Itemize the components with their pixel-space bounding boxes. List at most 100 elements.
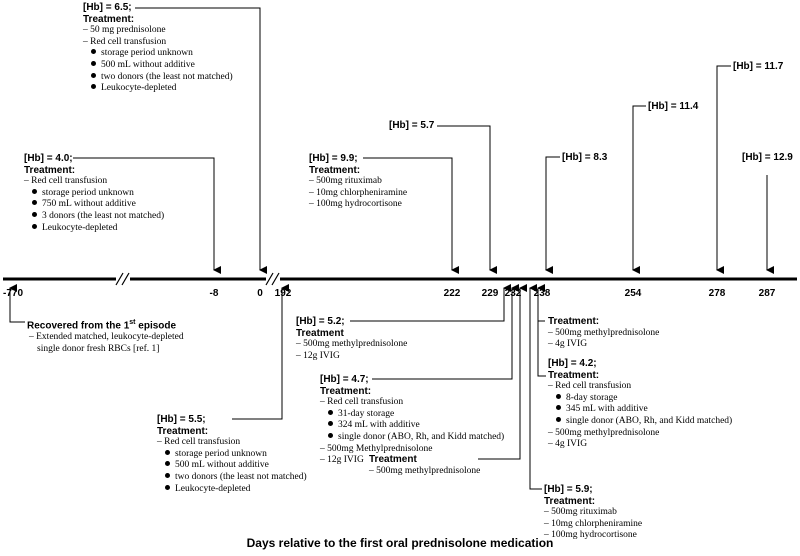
hb-value: [Hb] = 4.2; [548,358,597,369]
annotation-hb-5-2: [Hb] = 5.2; Treatment – 500mg methylpred… [296,316,407,362]
recovered-line: single donor fresh RBCs [ref. 1] [37,343,160,354]
treatment-heading: Treatment [369,454,417,465]
treatment-item: – Red cell transfusion [24,176,108,187]
bullet-item: Leukocyte-depleted [157,484,307,496]
annotation-hb-8-3: [Hb] = 8.3 [562,152,607,164]
treatment-heading: Treatment: [548,316,600,327]
bullet-item: 500 mL without additive [157,460,307,472]
treatment-item: – 500mg rituximab [544,507,617,518]
connector-hb-4-0 [73,157,221,274]
bullet-item: 345 mL with additive [548,404,732,416]
annotation-hb-4-7: [Hb] = 4.7; Treatment: – Red cell transf… [320,374,504,467]
treatment-heading: Treatment: [548,369,600,381]
hb-value: [Hb] = 8.3 [562,152,608,163]
treatment-item: – Red cell transfusion [157,437,241,448]
connector-hb-5-2 [350,284,511,322]
annotation-hb-9-9: [Hb] = 9.9; Treatment: – 500mg rituximab… [309,153,407,211]
annotation-hb-12-9: [Hb] = 12.9 [742,152,793,164]
annotation-hb-4-2: [Hb] = 4.2; Treatment: – Red cell transf… [548,358,732,451]
annotation-recovered: Recovered from the 1st episode – Extende… [27,317,184,355]
recovered-title: Recovered from the 1st episode [27,319,177,332]
hb-value: [Hb] = 11.4 [648,101,699,112]
tick-label: 238 [533,288,551,299]
connector-hb-5-9 [529,284,542,490]
connector-hb-4-2 [537,300,546,377]
treatment-heading: Treatment: [309,164,361,176]
bullet-item: 31-day storage [320,409,504,421]
connector-hb-5-5 [232,284,289,420]
bullet-item: storage period unknown [157,449,307,461]
treatment-item: – 50 mg prednisolone [83,25,166,36]
connector-hb-9-9 [363,157,459,274]
tick-label: -8 [209,288,219,299]
treatment-item: – 4g IVIG [548,339,588,350]
treatment-item: – 100mg hydrocortisone [544,530,637,541]
annotation-hb-5-9: [Hb] = 5.9; Treatment: – 500mg rituximab… [544,484,642,542]
axis-break-left [115,272,130,286]
annotation-hb-11-4: [Hb] = 11.4 [648,101,698,113]
hb-value: [Hb] = 6.5; [83,2,132,13]
bullet-item: single donor (ABO, Rh, and Kidd matched) [548,416,732,428]
hb-value: [Hb] = 4.7; [320,374,369,385]
bullet-item: 3 donors (the least not matched) [24,211,164,223]
bullet-item: 8-day storage [548,393,732,405]
treatment-item: – 12g IVIG [320,455,364,466]
treatment-item: – 500mg methylprednisolone [369,465,481,476]
annotation-hb-5-5: [Hb] = 5.5; Treatment: – Red cell transf… [157,414,307,495]
annotation-hb-4-0: [Hb] = 4.0; Treatment: – Red cell transf… [24,153,164,234]
connector-hb-8-3 [545,156,560,274]
connector-recovered [9,284,25,323]
treatment-heading: Treatment [296,327,344,339]
hb-value: [Hb] = 5.5; [157,414,206,425]
treatment-item: – 500mg rituximab [309,176,382,187]
annotation-treatment-238: Treatment: – 500mg methylprednisolone – … [548,316,659,351]
bullet-item: storage period unknown [83,48,233,60]
treatment-item: – 500mg methylprednisolone [296,339,408,350]
treatment-item: – Red cell transfusion [320,397,404,408]
bullet-item: Leukocyte-depleted [24,223,164,235]
treatment-item: – 100mg hydrocortisone [309,199,402,210]
tick-label: 0 [257,288,263,299]
treatment-heading: Treatment: [83,13,135,25]
treatment-item: – Red cell transfusion [83,36,167,47]
connector-hb-6-5 [135,7,267,274]
hb-value: [Hb] = 5.9; [544,484,593,495]
connector-hb-11-7 [716,65,731,274]
hb-value: [Hb] = 11.7 [733,61,784,72]
hb-value: [Hb] = 5.7 [389,120,435,131]
bullet-item: two donors (the least not matched) [157,472,307,484]
treatment-heading: Treatment: [320,385,372,397]
connector-treatment-methylpred [478,284,527,460]
tick-label: 222 [443,288,461,299]
bullet-item: single donor (ABO, Rh, and Kidd matched) [320,432,504,444]
treatment-heading: Treatment: [157,425,209,437]
treatment-item: – 10mg chlorpheniramine [309,187,408,198]
treatment-item: – 500mg methylprednisolone [548,427,660,438]
tick-label: 232 [504,288,522,299]
annotation-hb-5-7: [Hb] = 5.7 [389,120,434,132]
tick-label: 192 [274,288,292,299]
bullet-item: 750 mL without additive [24,199,164,211]
treatment-item: – 4g IVIG [548,439,588,450]
treatment-item: – 10mg chlorpheniramine [544,518,643,529]
bullet-item: two donors (the least not matched) [83,72,233,84]
hb-value: [Hb] = 5.2; [296,316,345,327]
bullet-item: 324 mL with additive [320,420,504,432]
x-axis-title: Days relative to the first oral predniso… [246,536,554,550]
recovered-line: – Extended matched, leukocyte-depleted [29,331,184,342]
connector-hb-5-7 [437,125,497,274]
connector-hb-11-4 [632,105,646,274]
treatment-heading: Treatment: [544,495,596,507]
hb-value: [Hb] = 12.9 [742,152,793,163]
treatment-item: – Red cell transfusion [548,381,632,392]
tick-label: 287 [758,288,776,299]
treatment-item: – 500mg Methylprednisolone [320,443,433,454]
tick-label: 229 [481,288,499,299]
tick-label: 278 [708,288,726,299]
hb-value: [Hb] = 9.9; [309,153,358,164]
treatment-item: – 500mg methylprednisolone [548,327,660,338]
bullet-item: 500 mL without additive [83,60,233,72]
annotation-hb-6-5: [Hb] = 6.5; Treatment: – 50 mg prednisol… [83,2,233,95]
